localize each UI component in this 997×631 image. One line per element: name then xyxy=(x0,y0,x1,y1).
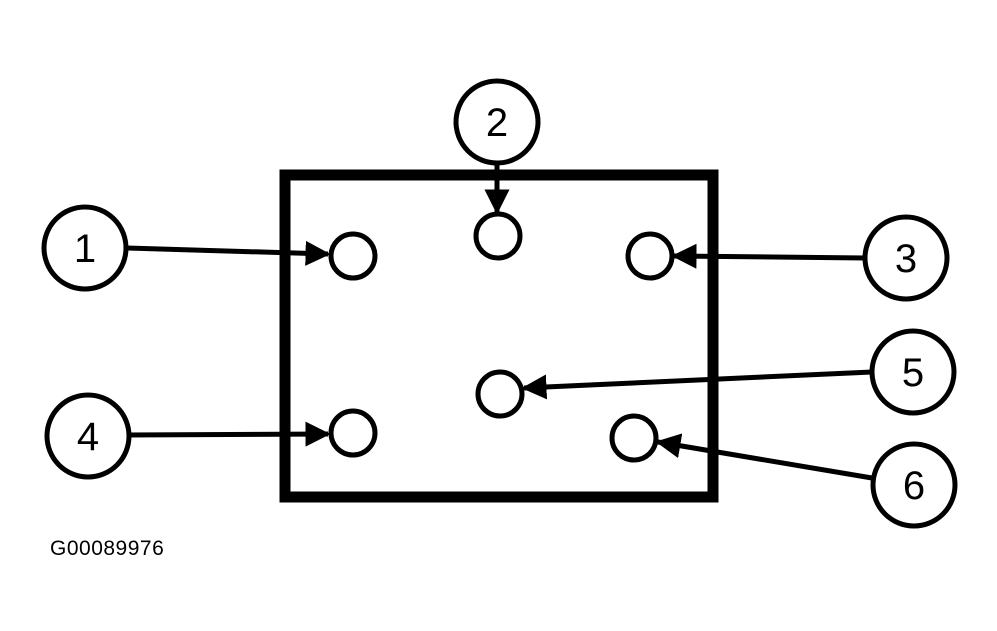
leader-line-6 xyxy=(655,433,873,481)
leader-line-1 xyxy=(126,240,331,266)
callout-5-label: 5 xyxy=(902,351,924,395)
callout-2-label: 2 xyxy=(486,101,508,145)
leader-line-3 xyxy=(671,243,866,269)
callout-5: 5 xyxy=(869,328,957,416)
callout-1: 1 xyxy=(41,204,129,292)
terminal-pin-6 xyxy=(609,413,659,463)
leader-line-5 xyxy=(521,369,873,400)
terminal-pin-1 xyxy=(328,231,378,281)
callout-4-label: 4 xyxy=(77,415,99,459)
callout-3-label: 3 xyxy=(895,237,917,281)
callout-2: 2 xyxy=(453,78,541,166)
terminal-pin-2 xyxy=(473,211,523,261)
callout-3: 3 xyxy=(862,214,950,302)
figure-id: G00089976 xyxy=(50,537,165,560)
callout-6: 6 xyxy=(870,441,958,529)
callout-4: 4 xyxy=(44,392,132,480)
callout-6-label: 6 xyxy=(903,464,925,508)
terminal-pin-3 xyxy=(625,231,675,281)
callout-1-label: 1 xyxy=(74,227,96,271)
leader-line-4 xyxy=(126,421,331,447)
terminal-pin-5 xyxy=(475,369,525,419)
terminal-pin-4 xyxy=(328,408,378,458)
